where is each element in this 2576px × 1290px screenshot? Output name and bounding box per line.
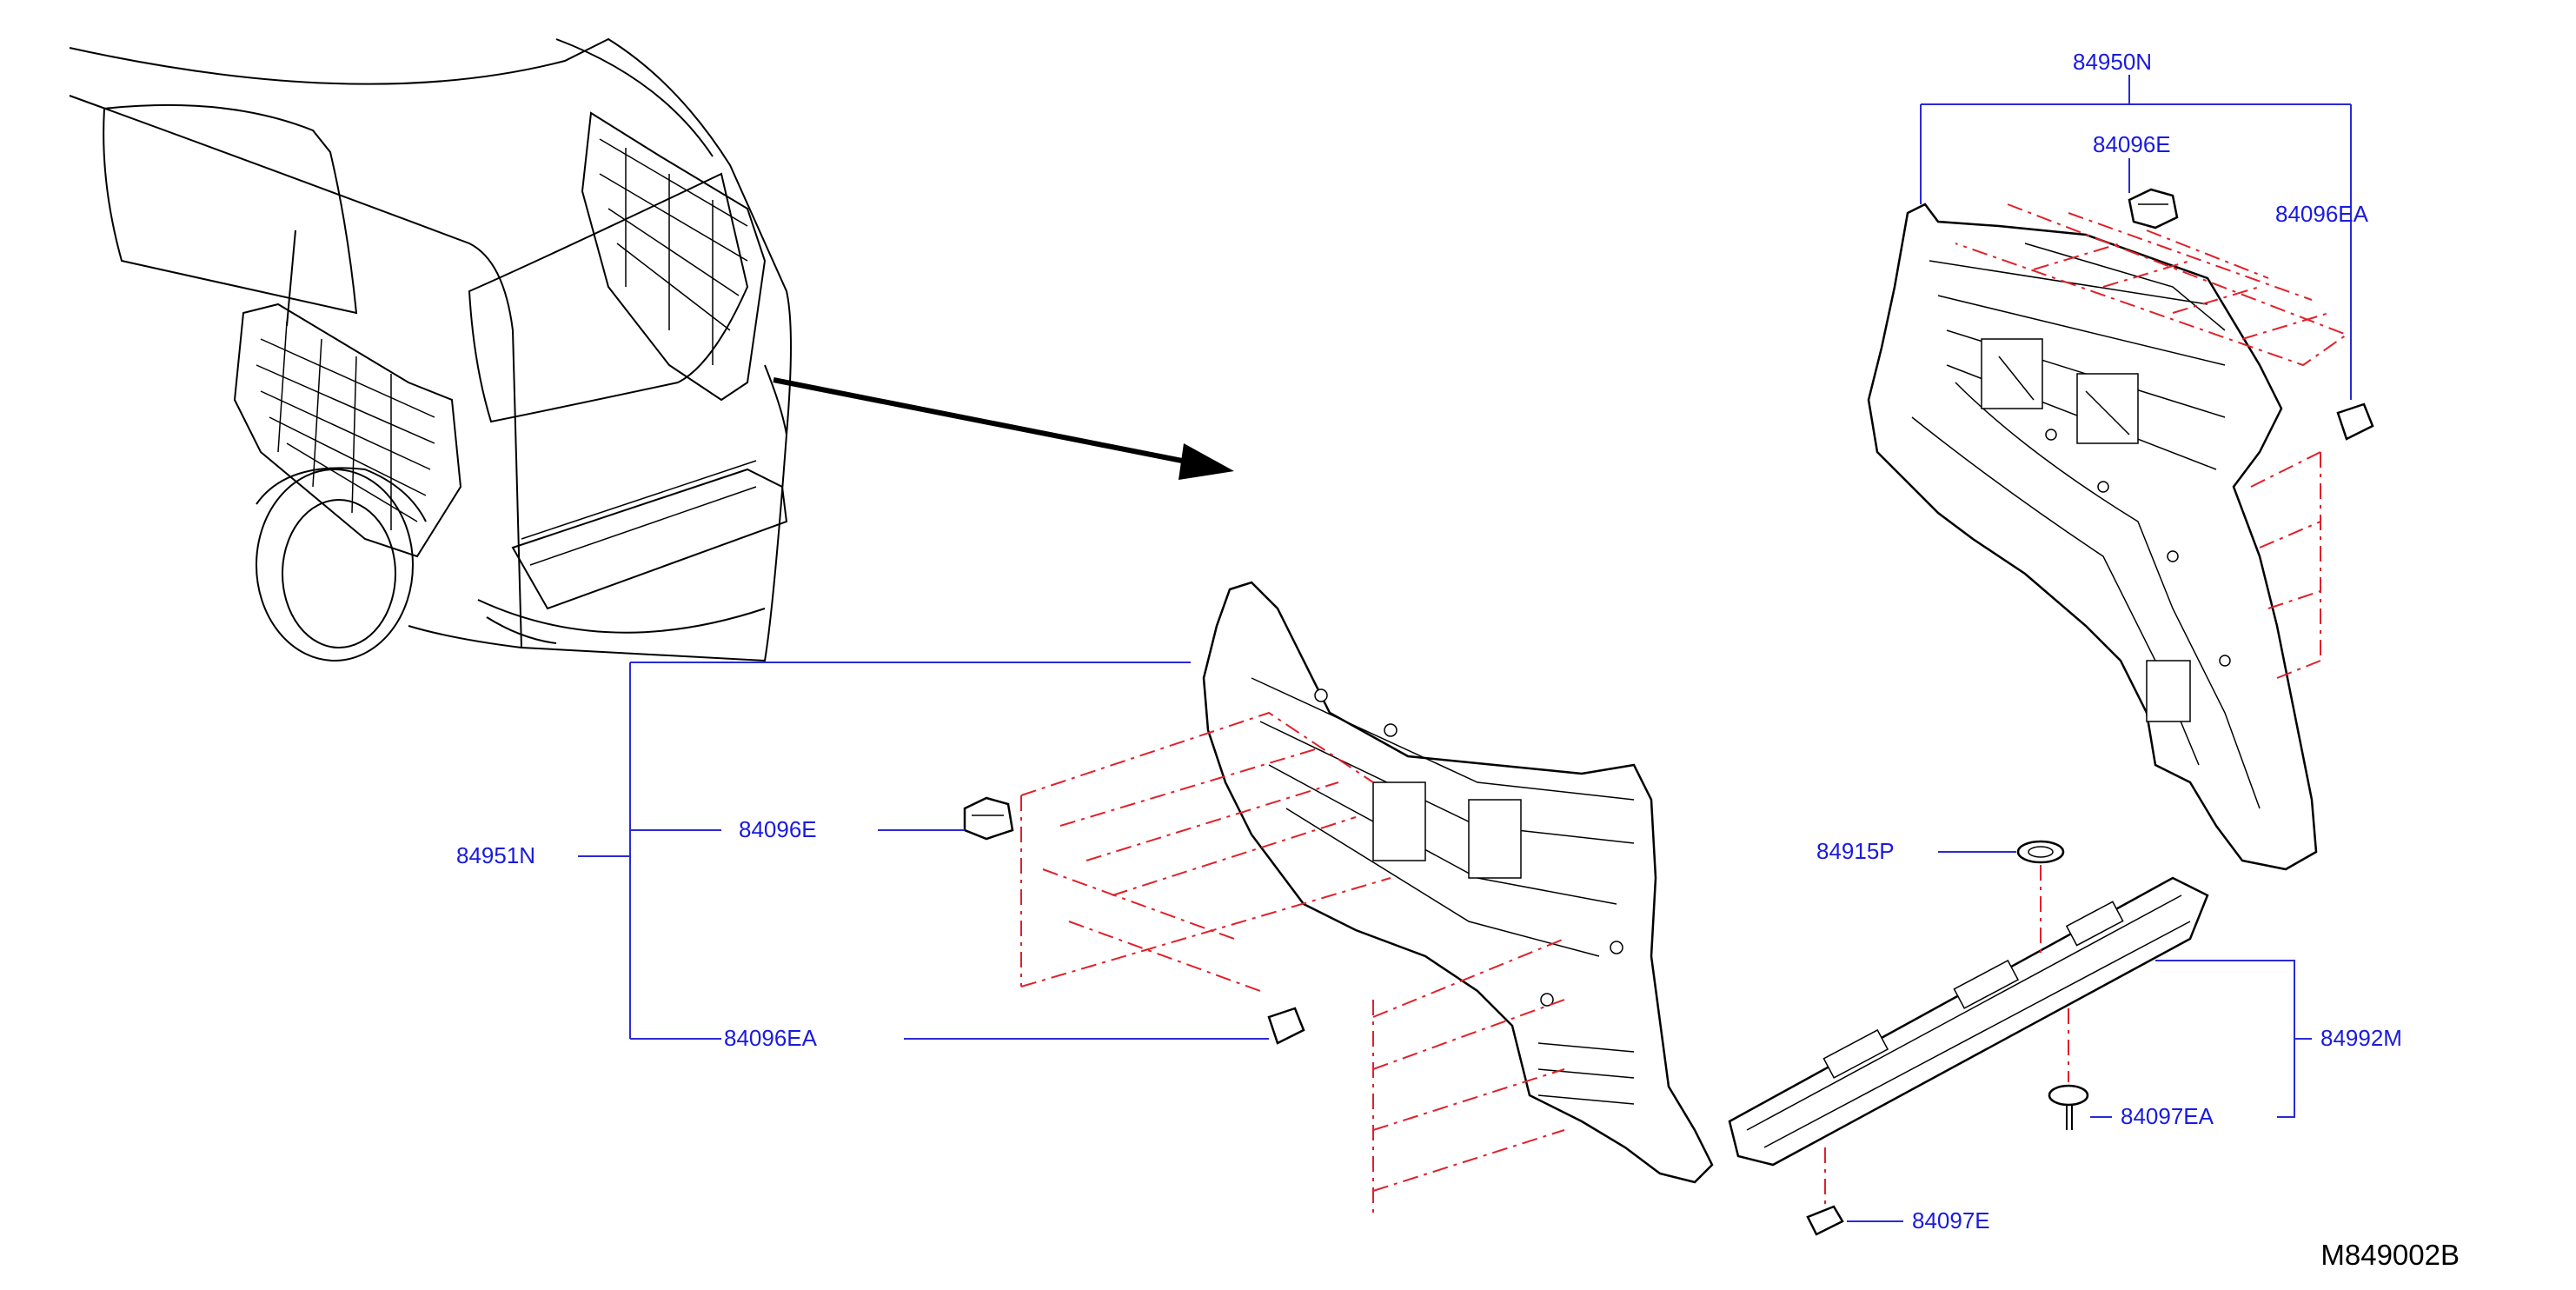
label-lower-clip: 84096E: [739, 816, 817, 842]
label-upper-retainer: 84096EA: [2275, 201, 2369, 227]
label-step-plate: 84992M: [2320, 1025, 2402, 1051]
label-upper-clip: 84096E: [2093, 131, 2171, 157]
step-clip-84097ea-part: [2048, 1084, 2089, 1130]
upper-retainer-84096ea-part: [2336, 402, 2374, 441]
lower-clip-84096e-part: [963, 796, 1014, 841]
label-lower-retainer: 84096EA: [724, 1025, 818, 1051]
step-plate-84992m: [1728, 876, 2209, 1167]
direction-arrow: [773, 377, 1234, 480]
label-step-retainer: 84097E: [1912, 1207, 1990, 1233]
leader-lines: [578, 75, 2352, 1222]
upper-panel-84950n: [1867, 203, 2318, 871]
plug-84915p-part: [2016, 840, 2065, 864]
vehicle-overview: [69, 37, 792, 662]
lower-panel-84951n: [1202, 581, 1714, 1184]
step-dashes: [1824, 865, 2069, 1204]
label-panel-upper-assy: 84950N: [2073, 49, 2152, 75]
lower-dashes: [1020, 711, 1565, 1217]
lower-retainer-84096ea-part: [1267, 1007, 1305, 1045]
label-panel-lower-assy: 84951N: [456, 842, 535, 868]
upper-clip-84096e-part: [2128, 188, 2179, 229]
upper-dashes: [1955, 203, 2349, 679]
diagram-code: M849002B: [2320, 1239, 2460, 1271]
step-retainer-84097e-part: [1806, 1205, 1844, 1236]
label-step-clip: 84097EA: [2121, 1103, 2214, 1129]
label-plug: 84915P: [1816, 838, 1895, 864]
